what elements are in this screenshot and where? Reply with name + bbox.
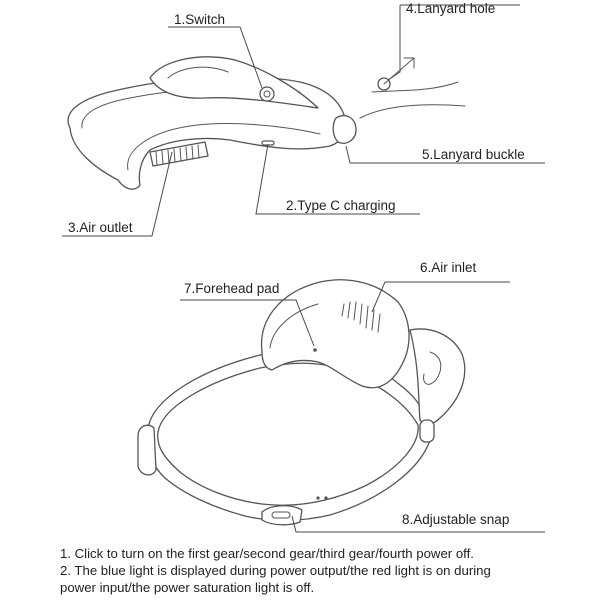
instruction-notes: 1. Click to turn on the first gear/secon… (60, 545, 590, 596)
label-switch: 1.Switch (174, 12, 225, 27)
label-air-inlet: 6.Air inlet (420, 260, 477, 275)
label-air-outlet: 3.Air outlet (68, 220, 133, 235)
fan-device-top (67, 56, 466, 190)
note-line-1: 1. Click to turn on the first gear/secon… (60, 546, 474, 561)
lanyard-cord (359, 57, 466, 119)
air-outlet-grille (149, 141, 209, 167)
power-switch-button (259, 86, 275, 102)
label-forehead-pad: 7.Forehead pad (184, 281, 279, 296)
note-line-2-continued: power input/the power saturation light i… (60, 580, 315, 595)
callout-labels: 1.Switch 2.Type C charging 3.Air outlet … (68, 1, 525, 527)
label-lanyard-hole: 4.Lanyard hole (406, 1, 495, 16)
air-inlet-grille (341, 301, 381, 333)
label-adjustable-snap: 8.Adjustable snap (402, 512, 509, 527)
note-line-2: 2. The blue light is displayed during po… (60, 563, 491, 578)
label-type-c-charging: 2.Type C charging (286, 198, 396, 213)
callout-lines (62, 4, 545, 533)
lanyard-buckle-part (332, 115, 357, 144)
adjustable-snap-part (261, 496, 328, 526)
fan-device-headband (137, 279, 466, 526)
label-lanyard-buckle: 5.Lanyard buckle (422, 147, 525, 162)
forehead-pad-dot (313, 348, 317, 352)
